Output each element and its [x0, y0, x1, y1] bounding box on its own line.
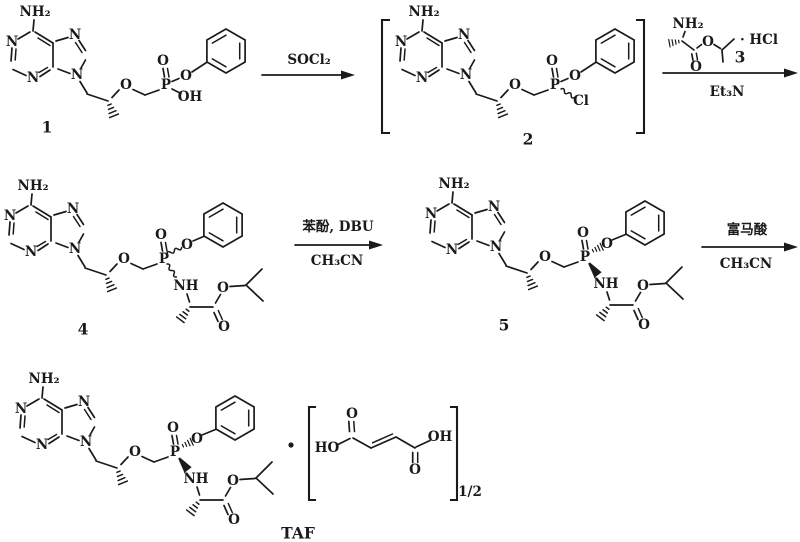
p-oxide-label: O [155, 227, 167, 243]
acid-ho-label: HO [315, 440, 340, 456]
compound-5-bonds [581, 233, 627, 250]
arrowhead [784, 242, 798, 252]
compound-1-bonds [162, 61, 208, 95]
compound-1-structure: P O O OH 1 [6, 4, 246, 137]
p-oxide-label: O [546, 53, 558, 69]
left-bracket [380, 18, 391, 135]
ester-o-label: O [702, 34, 714, 50]
compound-2-core [395, 4, 548, 118]
reaction-arrow-1: SOCl₂ [261, 52, 355, 80]
alaninate-ester [173, 269, 263, 335]
reaction-arrow-3: 苯酚, DBU CH₃CN [294, 218, 383, 269]
compound-1-number: 1 [42, 118, 53, 137]
arrowhead [784, 68, 798, 78]
phenoxy-o-label: O [569, 68, 581, 84]
amine-label: NH₂ [672, 16, 703, 32]
alaninate-ester [183, 462, 273, 528]
phosphorus-label: P [550, 77, 560, 93]
compound-3-number: 3 [735, 48, 746, 67]
phenyl-ring [215, 395, 255, 441]
fumarate-bonds [337, 420, 431, 464]
taf-structure: P O O TAF [15, 371, 315, 542]
phenoxy-o-label: O [180, 68, 192, 84]
step-3-solvent: CH₃CN [311, 253, 364, 269]
carbonyl-o-label: O [409, 462, 421, 478]
step-3-reagent: 苯酚, DBU [301, 218, 374, 235]
phosphorus-label: P [161, 77, 171, 93]
taf-bonds [171, 428, 217, 445]
phenyl-ring [203, 202, 243, 248]
arrowhead [369, 240, 383, 250]
compound-5-core [425, 176, 578, 290]
arrowhead [341, 70, 355, 80]
p-oxide-label: O [577, 225, 589, 241]
compound-2-bonds [551, 61, 597, 83]
taf-core [15, 371, 168, 485]
reaction-arrow-4: 富马酸 CH₃CN [701, 221, 798, 272]
phosphorus-label: P [159, 251, 169, 267]
fumarate-unit: HO O O OH 1/2 [288, 405, 482, 502]
phenoxy-o-label: O [601, 236, 613, 252]
methyl-dashed-wedge [668, 37, 681, 48]
compound-4-structure: P O O 4 [4, 178, 263, 339]
compound-2-number: 2 [523, 130, 534, 149]
phenyl-ring [206, 28, 246, 74]
alaninate-ester [593, 267, 683, 333]
p-oxide-label: O [157, 53, 169, 69]
chloride-label: Cl [573, 93, 589, 109]
acid-oh-label: OH [428, 429, 453, 445]
compound-2-structure: P O O Cl 2 [380, 4, 646, 149]
left-bracket [307, 405, 317, 502]
carbonyl-o-label: O [690, 59, 702, 75]
compound-3-bonds [681, 30, 735, 63]
right-bracket [635, 18, 646, 135]
hydroxyl-label: OH [178, 89, 203, 105]
salt-dot [288, 442, 294, 448]
step-4-solvent: CH₃CN [720, 256, 773, 272]
taf-label: TAF [281, 524, 315, 542]
phenoxy-o-label: O [191, 431, 203, 447]
p-oxide-label: O [167, 420, 179, 436]
compound-5-structure: P O O 5 [425, 176, 683, 335]
phenyl-ring [625, 200, 665, 246]
phenoxy-o-label: O [181, 237, 193, 253]
compound-3-structure: NH₂ O O · HCl 3 [668, 16, 778, 75]
carbonyl-o-label: O [346, 406, 358, 422]
compound-1-core [6, 4, 159, 118]
compound-4-core [4, 178, 157, 292]
phosphorus-label: P [170, 444, 180, 460]
phosphorus-label: P [580, 249, 590, 265]
phenyl-ring [595, 28, 635, 74]
right-bracket [449, 405, 459, 502]
step-2-base: Et₃N [710, 84, 745, 100]
step-4-reagent: 富马酸 [727, 221, 768, 238]
reaction-arrow-2: NH₂ O O · HCl 3 Et₃N [662, 16, 798, 100]
hcl-salt-label: · HCl [740, 32, 778, 48]
compound-4-bonds [160, 235, 205, 252]
stoichiometry-label: 1/2 [458, 484, 482, 500]
step-1-reagent: SOCl₂ [287, 52, 330, 68]
compound-5-number: 5 [499, 316, 510, 335]
compound-4-number: 4 [78, 320, 89, 339]
